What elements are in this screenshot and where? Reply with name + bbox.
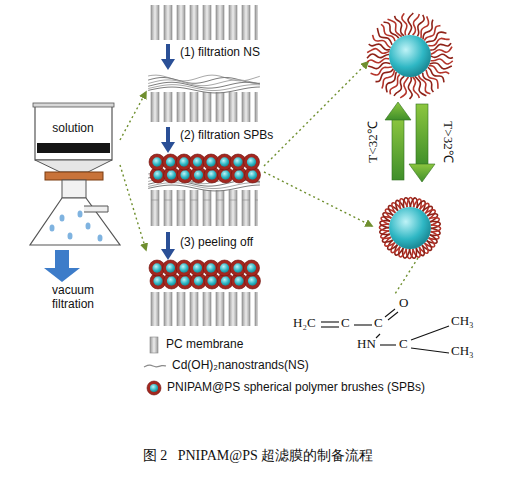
polymer-chain [367, 54, 389, 58]
formula-atom: O [399, 296, 408, 311]
spb-core [179, 157, 188, 166]
polymer-chain [402, 13, 407, 35]
node-text: solution [52, 121, 93, 135]
polymer-chain [431, 47, 452, 55]
drop [98, 235, 103, 242]
spb-core [220, 157, 229, 166]
spb-core [167, 276, 176, 285]
spb-core [206, 157, 215, 166]
legend-text: PC membrane [166, 337, 243, 351]
spb-core [220, 263, 229, 272]
legend-text: Cd(OH)₂nanostrands(NS) [172, 358, 309, 372]
formula-atom: HN [357, 337, 376, 352]
spb-core [207, 276, 216, 285]
spb-core [221, 276, 230, 285]
spb-core [248, 276, 257, 285]
formula-atom: CH₃ [451, 344, 474, 359]
extended-brush [367, 13, 453, 99]
step-arrow [161, 44, 175, 260]
spb-core [247, 157, 256, 166]
temperature-label: T>32℃ [441, 121, 456, 162]
figure-caption: 图 2 PNIPAM@PS 超滤膜的制备流程 [0, 447, 516, 465]
spb-core [234, 276, 243, 285]
step-label: (3) peeling off [180, 236, 253, 250]
spb-core [153, 276, 162, 285]
spb-core [166, 263, 175, 272]
spb-core [233, 263, 242, 272]
drop [50, 225, 55, 232]
polymer-chain [431, 54, 453, 58]
spb-core [150, 384, 158, 392]
legend-row: PC membrane [166, 337, 243, 351]
filtration-funnel [30, 103, 120, 245]
spb-core [194, 170, 203, 179]
spb-core [180, 170, 189, 179]
polymer-chain [386, 72, 396, 92]
spb-core [153, 170, 162, 179]
spb-shell [244, 260, 260, 276]
formula-atom: H₂C [293, 316, 316, 331]
spb-core [193, 157, 202, 166]
polymer-chain [408, 77, 412, 99]
filtrate-drops [50, 211, 103, 242]
spb-core [166, 157, 175, 166]
legend-row: Cd(OH)₂nanostrands(NS) [172, 358, 309, 372]
collapsed-brush [379, 197, 440, 258]
step-label: (2) filtration SPBs [180, 129, 273, 143]
step-label: vacuum filtration [34, 284, 112, 312]
polymer-chain [431, 225, 441, 232]
spb-shell [147, 381, 161, 395]
drop [86, 223, 91, 230]
polymer-chain [367, 58, 389, 62]
polymer-chain [413, 77, 420, 98]
ps-core [389, 207, 431, 249]
polymer-chain [430, 43, 451, 50]
polymer-chain [426, 32, 446, 42]
spb-core [193, 263, 202, 272]
dotted-leader [120, 62, 418, 294]
spb-core [248, 170, 257, 179]
legend-membrane [150, 337, 158, 353]
spb-core [167, 170, 176, 179]
spb-core [221, 170, 230, 179]
spb-core [152, 157, 161, 166]
nanostrand [148, 87, 260, 93]
legend-text: PNIPAM@PS spherical polymer brushes (SPB… [167, 380, 425, 394]
spb-core [194, 276, 203, 285]
drop [78, 211, 83, 218]
polymer-chain [408, 13, 413, 35]
spb-core [233, 157, 242, 166]
legend-strand [144, 365, 166, 367]
legend-samples [144, 337, 166, 395]
nanostrand [148, 185, 260, 191]
transition-arrow [385, 102, 435, 182]
spb-core [206, 263, 215, 272]
spb-core [152, 263, 161, 272]
drop [68, 233, 73, 240]
spb-core [179, 263, 188, 272]
drop [60, 215, 65, 222]
step-label: (1) filtration NS [180, 46, 260, 60]
spb-core [207, 170, 216, 179]
temperature-label: T<32℃ [366, 121, 381, 162]
spb-core [247, 263, 256, 272]
chemical-bond [321, 309, 449, 353]
formula-atom: CH₃ [451, 314, 474, 329]
spb-layer [149, 154, 261, 289]
legend-row: PNIPAM@PS spherical polymer brushes (SPB… [167, 380, 425, 394]
formula-atom: C [399, 337, 408, 352]
funnel-label: solution [49, 119, 96, 137]
polymer-chain [381, 24, 395, 41]
spb-core [180, 276, 189, 285]
formula-atom: C [374, 316, 383, 331]
ps-core [389, 35, 431, 77]
polymer-chain [421, 16, 429, 38]
formula-atom: C [341, 316, 350, 331]
spb-shell [244, 154, 260, 170]
spb-core [234, 170, 243, 179]
polymer-chain [368, 63, 390, 69]
flow-arrow [44, 250, 80, 282]
